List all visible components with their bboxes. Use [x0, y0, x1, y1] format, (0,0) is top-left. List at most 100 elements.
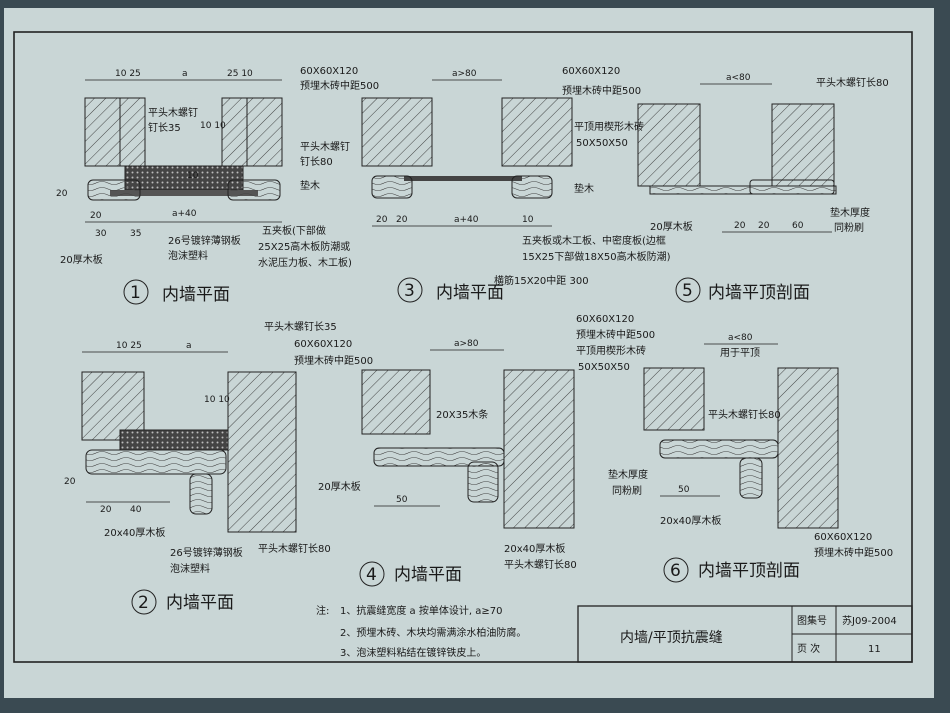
detail-number: 1	[130, 283, 141, 303]
detail-number-circle	[675, 277, 701, 303]
dim-label: 10 10	[204, 395, 230, 405]
label: 垫木	[300, 179, 320, 192]
label: 平头木螺钉长35	[264, 321, 337, 333]
label: 50X50X50	[576, 138, 628, 149]
label: 同粉刷	[834, 221, 864, 234]
detail-number-circle	[131, 589, 157, 615]
detail-number: 6	[670, 561, 681, 581]
page-number: 11	[868, 644, 881, 655]
label: 平头木螺钉长80	[816, 77, 889, 89]
dim-label: 30	[95, 229, 107, 239]
board	[373, 447, 505, 467]
detail-caption: 内墙平顶剖面	[708, 283, 810, 303]
dim-label: 10	[187, 171, 199, 181]
detail-number: 2	[138, 593, 149, 613]
label: 平顶用楔形木砖	[574, 120, 644, 133]
detail-caption: 内墙平顶剖面	[698, 561, 800, 581]
dim-label: 35	[130, 229, 141, 239]
label: 60X60X120	[562, 66, 620, 77]
label: 垫木	[574, 182, 594, 195]
dim-label: a>80	[452, 69, 477, 79]
label: 钉长80	[300, 156, 333, 168]
dim-label: a+40	[454, 215, 479, 225]
wall-right	[501, 97, 573, 167]
dim-label: a<80	[726, 73, 751, 83]
dim-label: 20	[396, 215, 408, 225]
detail-caption: 内墙平面	[166, 593, 234, 613]
note-item: 3、泡沫塑料粘结在镀锌铁皮上。	[340, 646, 486, 659]
sheet-title: 内墙/平顶抗震缝	[620, 630, 723, 646]
wall-left	[84, 97, 146, 167]
note-item: 1、抗震缝宽度 a 按单体设计, a≥70	[340, 604, 502, 617]
foam	[119, 429, 229, 451]
detail-number-circle	[123, 279, 149, 305]
label: 用于平顶	[720, 347, 760, 359]
detail-number: 5	[682, 281, 693, 301]
label: 预埋木砖中距500	[576, 328, 655, 341]
wall-left	[361, 369, 431, 435]
label: 平头木螺钉长80	[708, 409, 781, 421]
label: 60X60X120	[814, 532, 872, 543]
dim-label: a>80	[454, 339, 479, 349]
label: 五夹板(下部做	[262, 224, 326, 237]
detail-caption: 内墙平面	[394, 565, 462, 585]
plywood	[404, 176, 522, 181]
detail-6: 60X60X120 预埋木砖中距500 平顶用楔形木砖 50X50X50 a<8…	[576, 314, 893, 583]
dim-label: 60	[792, 221, 804, 231]
label: 垫木厚度	[608, 468, 648, 481]
dim-label: a<80	[728, 333, 753, 343]
label: 20X35木条	[436, 408, 488, 421]
atlas-label: 图集号	[797, 614, 827, 627]
label: 26号镀锌薄钢板	[170, 546, 243, 559]
board	[659, 439, 779, 459]
label: 25X25高木板防潮或	[258, 240, 350, 253]
dim-label: 20	[376, 215, 388, 225]
label: 15X25下部做18X50高木板防潮)	[522, 250, 671, 263]
dim-label: 20	[64, 477, 76, 487]
label: 水泥压力板、木工板)	[258, 256, 352, 269]
label: 横筋15X20中距 300	[494, 274, 589, 287]
label: 五夹板或木工板、中密度板(边框	[522, 234, 666, 247]
ceiling-right	[771, 103, 835, 187]
dim-label: 50	[396, 495, 408, 505]
plywood	[110, 190, 258, 196]
label: 平头木螺钉	[148, 107, 198, 119]
notes-prefix: 注:	[316, 604, 329, 617]
wall-right	[221, 97, 283, 167]
drawing-border	[13, 31, 913, 663]
detail-number: 3	[404, 281, 415, 301]
label: 预埋木砖中距500	[562, 84, 641, 97]
detail-number-circle	[359, 561, 385, 587]
label: 平头木螺钉长80	[504, 559, 577, 571]
dim-label: 10 10	[200, 121, 226, 131]
label: 平顶用楔形木砖	[576, 344, 646, 357]
label: 20x40厚木板	[660, 514, 721, 527]
detail-1: 10 25 a 25 10 60X60X120 预埋木砖中距500 平头木螺钉 …	[56, 66, 379, 305]
label: 垫木厚度	[830, 206, 870, 219]
dim-label: 10 25	[115, 69, 141, 79]
dim-label: 40	[130, 505, 142, 515]
dim-label: 20	[90, 211, 102, 221]
label: 60X60X120	[300, 66, 358, 77]
foam	[124, 165, 244, 191]
label: 预埋木砖中距500	[300, 79, 379, 92]
dim-label: 20	[100, 505, 112, 515]
label: 预埋木砖中距500	[814, 546, 893, 559]
wall-left	[361, 97, 433, 167]
dim-label: 10 25	[116, 341, 142, 351]
page-label: 页 次	[797, 642, 820, 655]
board	[87, 179, 141, 201]
board	[371, 175, 413, 199]
pad	[749, 179, 835, 195]
label: 平头木螺钉	[300, 141, 350, 153]
ceiling-left	[643, 367, 705, 431]
detail-caption: 内墙平面	[162, 285, 230, 305]
dim-label: a	[182, 69, 188, 79]
notes: 注: 1、抗震缝宽度 a 按单体设计, a≥70 2、预埋木砖、木块均需满涂水柏…	[316, 604, 526, 659]
label: 60X60X120	[576, 314, 634, 325]
label: 20厚木板	[60, 253, 103, 266]
label: 20x40厚木板	[504, 542, 565, 555]
label: 钉长35	[148, 122, 181, 134]
note-item: 2、预埋木砖、木块均需满涂水柏油防腐。	[340, 626, 526, 639]
